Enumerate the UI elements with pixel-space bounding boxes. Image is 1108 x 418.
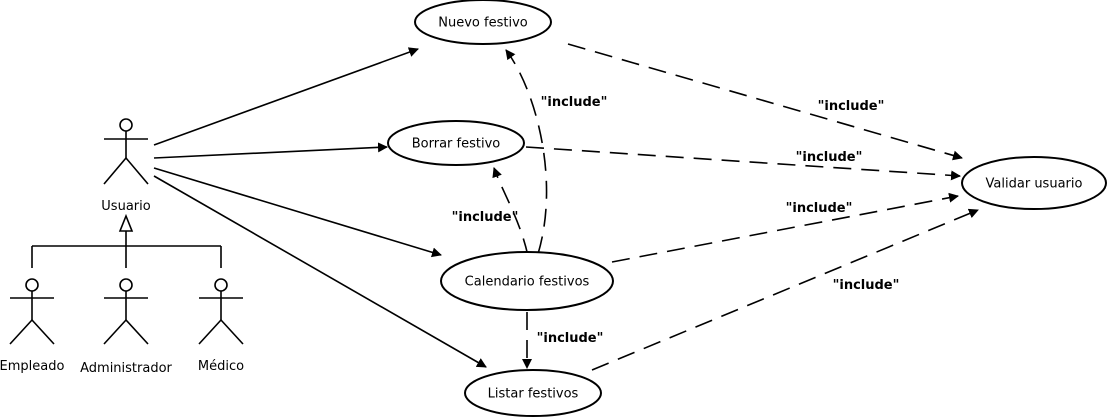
include-label: "include" xyxy=(796,150,863,165)
use-case-listar-festivos-label: Listar festivos xyxy=(488,387,579,402)
include-calendario-validar xyxy=(611,192,959,263)
include-label: "include" xyxy=(818,99,885,114)
assoc-usuario-listar-festivos xyxy=(153,175,487,368)
include-label: "include" xyxy=(541,95,608,110)
include-borrar-validar xyxy=(525,146,961,181)
use-case-validar-usuario-label: Validar usuario xyxy=(986,177,1083,192)
use-case-validar-usuario[interactable]: Validar usuario xyxy=(961,156,1107,210)
actor-administrador-label: Administrador xyxy=(80,361,172,376)
actor-usuario-label: Usuario xyxy=(101,199,150,214)
include-nuevo-validar xyxy=(567,43,963,161)
assoc-usuario-calendario-festivos xyxy=(153,167,442,258)
assoc-usuario-nuevo-festivo xyxy=(153,47,419,146)
include-calendario-borrar xyxy=(492,167,529,257)
include-label: "include" xyxy=(786,201,853,216)
use-case-borrar-festivo-label: Borrar festivo xyxy=(412,137,501,152)
actor-medico xyxy=(198,278,244,345)
use-case-listar-festivos[interactable]: Listar festivos xyxy=(464,369,602,417)
include-label: "include" xyxy=(537,331,604,346)
use-case-calendario-festivos-label: Calendario festivos xyxy=(465,275,590,290)
assoc-usuario-borrar-festivo xyxy=(153,142,388,159)
use-case-calendario-festivos[interactable]: Calendario festivos xyxy=(440,251,614,311)
include-listar-validar xyxy=(591,208,979,371)
include-calendario-nuevo xyxy=(505,49,548,255)
actor-empleado xyxy=(9,278,55,345)
actor-usuario xyxy=(103,118,149,185)
actor-administrador xyxy=(103,278,149,345)
include-label: "include" xyxy=(833,278,900,293)
include-label: "include" xyxy=(452,210,519,225)
use-case-borrar-festivo[interactable]: Borrar festivo xyxy=(387,120,525,166)
use-case-nuevo-festivo[interactable]: Nuevo festivo xyxy=(414,0,552,45)
actor-empleado-label: Empleado xyxy=(0,359,64,374)
actor-medico-label: Médico xyxy=(198,359,244,374)
generalization-arrow xyxy=(31,213,222,268)
use-case-nuevo-festivo-label: Nuevo festivo xyxy=(438,16,527,31)
